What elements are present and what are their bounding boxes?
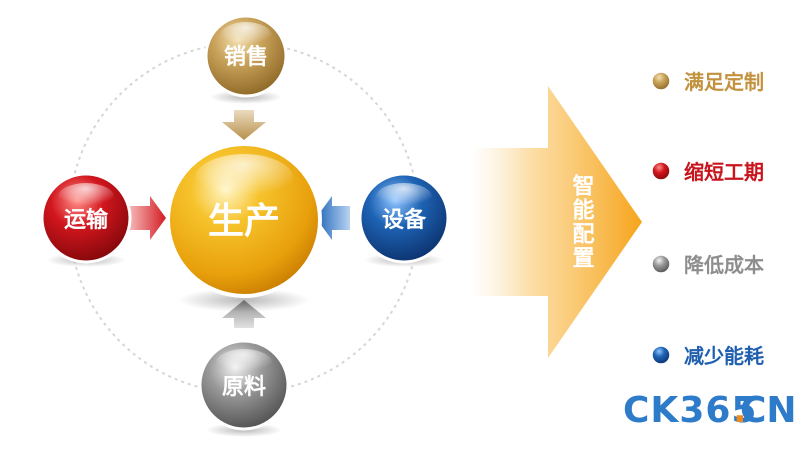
outcome-label-shorter-schedule: 缩短工期 — [684, 160, 764, 184]
node-transport: 运输 — [40, 172, 132, 267]
outcome-label-energy-saving: 减少能耗 — [684, 344, 764, 368]
outcome-item-lower-cost: 降低成本 — [651, 253, 764, 277]
outcome-label-lower-cost: 降低成本 — [684, 253, 764, 277]
outcome-item-customization: 满足定制 — [651, 70, 764, 94]
node-material-label: 原料 — [222, 375, 266, 400]
bullet-dot — [651, 71, 671, 91]
outcome-label-customization: 满足定制 — [684, 70, 764, 94]
bullet-dot — [651, 161, 671, 181]
bullet-dot — [651, 345, 671, 365]
node-transport-label: 运输 — [64, 207, 109, 233]
node-production-label: 生产 — [208, 201, 280, 242]
bullet-dot — [651, 254, 671, 274]
arrow-from-bottom — [222, 300, 266, 328]
smart-config-arrow — [470, 86, 642, 358]
arrow-from-right — [316, 196, 350, 240]
outcome-item-energy-saving: 减少能耗 — [651, 344, 764, 368]
node-production: 生产 — [166, 142, 322, 312]
arrow-from-top — [222, 110, 266, 140]
watermark-dot: . — [733, 390, 747, 431]
node-equipment-label: 设备 — [382, 207, 427, 233]
arrow-from-left — [130, 196, 166, 240]
watermark-ck365: CK365 — [623, 390, 758, 431]
watermark-cn: CN — [740, 390, 797, 431]
node-material: 原料 — [198, 339, 290, 437]
smart-config-label: 智能配置 — [569, 173, 595, 270]
outcome-item-shorter-schedule: 缩短工期 — [651, 160, 764, 184]
node-sales-label: 销售 — [224, 44, 268, 70]
node-sales: 销售 — [204, 14, 288, 104]
node-equipment: 设备 — [358, 172, 450, 267]
